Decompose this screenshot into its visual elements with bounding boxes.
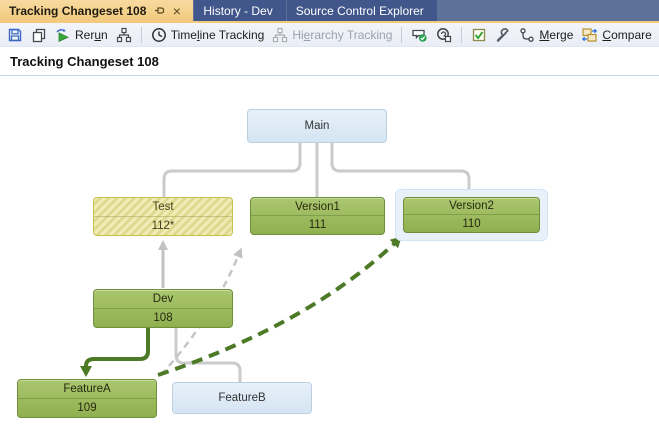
- changeset-number: 109: [77, 401, 97, 414]
- wrench-icon: [497, 27, 510, 42]
- page-title: Tracking Changeset 108: [10, 54, 159, 69]
- tab-label: Tracking Changeset 108: [9, 3, 147, 18]
- branch-name: Test: [94, 198, 232, 217]
- branch-visualizer-button[interactable]: [113, 25, 135, 45]
- branch-edges: [80, 143, 471, 382]
- branch-node-featureb[interactable]: FeatureB: [172, 382, 312, 414]
- edge-main-version2: [330, 143, 471, 198]
- changeset-icon: [437, 27, 452, 42]
- branch-node-dev[interactable]: Dev 108: [93, 289, 233, 328]
- hierarchy-tracking-icon: [273, 27, 288, 42]
- branch-diagram: Main Test 112* Version1 111 Version2 110…: [0, 76, 659, 437]
- changeset-number: 108: [153, 311, 173, 324]
- branch-node-version2[interactable]: Version2 110: [403, 197, 540, 233]
- hierarchy-tracking-label: Hierarchy Tracking: [292, 27, 393, 42]
- changeset-number: 111: [308, 219, 327, 231]
- edge-featurea-version2-arrow: [157, 236, 402, 377]
- pin-icon[interactable]: [152, 3, 167, 18]
- merge-label: Merge: [539, 27, 574, 42]
- branch-name: Version1: [251, 198, 384, 216]
- tab-tracking-changeset[interactable]: Tracking Changeset 108 ×: [0, 0, 194, 21]
- selection-halo: Version2 110: [395, 189, 548, 241]
- save-button[interactable]: [4, 25, 26, 45]
- active-tab-accent-line: [0, 21, 659, 23]
- tab-label: Source Control Explorer: [295, 3, 424, 18]
- show-branches-button[interactable]: [408, 25, 431, 45]
- document-tab-bar: Tracking Changeset 108 × History - Dev S…: [0, 0, 659, 21]
- hierarchy-tracking-button[interactable]: Hierarchy Tracking: [269, 25, 395, 45]
- compare-label: Compare: [602, 27, 652, 42]
- changeset-number: 110: [462, 217, 481, 230]
- branch-name: Version2: [404, 198, 539, 215]
- copy-icon: [32, 28, 46, 42]
- edge-dev-featureb: [174, 328, 242, 382]
- timeline-tracking-button[interactable]: Timeline Tracking: [148, 25, 268, 45]
- title-separator: [0, 75, 659, 76]
- branch-node-main[interactable]: Main: [247, 109, 387, 143]
- tab-source-control-explorer[interactable]: Source Control Explorer: [286, 0, 437, 21]
- tab-history-dev[interactable]: History - Dev: [194, 0, 286, 21]
- changeset-details-button[interactable]: [433, 25, 455, 45]
- rerun-button[interactable]: Rerun: [52, 25, 111, 45]
- compare-icon: [582, 27, 598, 42]
- toolbar-separator: [461, 26, 463, 43]
- branch-name: FeatureA: [18, 380, 156, 399]
- branch-node-featurea[interactable]: FeatureA 109: [17, 379, 157, 418]
- show-branches-icon: [412, 29, 427, 42]
- save-icon: [8, 28, 22, 41]
- branch-name: FeatureB: [218, 392, 266, 404]
- copy-button[interactable]: [28, 25, 50, 45]
- branch-node-version1[interactable]: Version1 111: [250, 197, 385, 235]
- clock-icon: [151, 27, 166, 42]
- timeline-tracking-label: Timeline Tracking: [170, 27, 265, 42]
- merge-button[interactable]: Merge: [516, 25, 576, 45]
- branch-name: Dev: [94, 290, 232, 309]
- edge-main-test: [162, 143, 302, 197]
- merge-icon: [520, 27, 535, 42]
- edge-dev-featurea-arrow: [80, 328, 150, 377]
- toggle-annotations-button[interactable]: [468, 25, 490, 45]
- checked-box-icon: [473, 28, 486, 41]
- compare-button[interactable]: Compare: [578, 25, 654, 45]
- branch-hierarchy-icon: [116, 27, 131, 42]
- toolbar: Rerun Timeline Tracking: [0, 23, 659, 47]
- rerun-icon: [56, 28, 69, 42]
- branch-name: Main: [304, 120, 330, 132]
- rerun-label: Rerun: [75, 27, 108, 42]
- branch-node-test[interactable]: Test 112*: [93, 197, 233, 236]
- toolbar-separator: [401, 26, 403, 43]
- settings-button[interactable]: [492, 25, 514, 45]
- close-icon[interactable]: ×: [172, 2, 181, 19]
- toolbar-separator: [140, 26, 142, 43]
- changeset-number: 112*: [151, 219, 175, 232]
- tab-label: History - Dev: [203, 3, 273, 18]
